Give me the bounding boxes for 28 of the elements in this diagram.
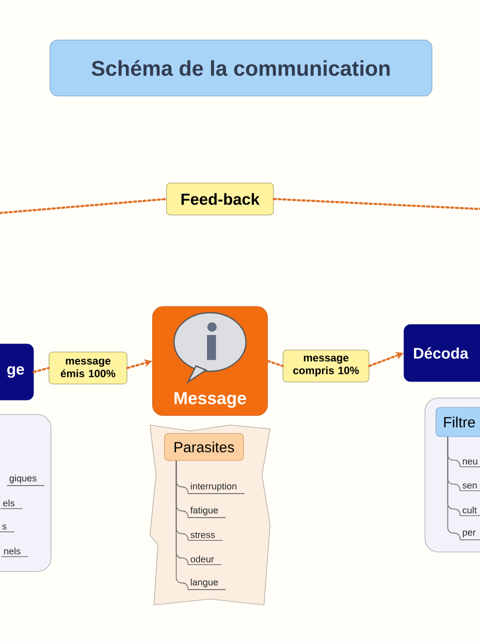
- list-item: els: [0, 500, 23, 510]
- dotted-line: [272, 198, 480, 210]
- list-panel: [0, 414, 52, 572]
- list-item: nels: [1, 548, 29, 558]
- list-item: per: [460, 530, 480, 540]
- list-item: interruption: [188, 482, 245, 494]
- edge-tag: message compris 10%: [282, 350, 370, 382]
- list-item: neu: [460, 459, 480, 468]
- edge-tag: message émis 100%: [48, 352, 128, 384]
- list-item: cult: [460, 506, 480, 516]
- list-item: sen: [460, 483, 480, 492]
- dotted-line: [32, 366, 50, 374]
- title-box: Schéma de la communication: [50, 40, 432, 96]
- feedback-tag: Feed-back: [166, 182, 274, 216]
- list-item: langue: [188, 578, 226, 590]
- list-item: giques: [6, 474, 45, 486]
- list-item: fatigue: [188, 506, 226, 518]
- dotted-line: [0, 198, 168, 214]
- list-item: stress: [188, 532, 224, 541]
- connector-line: [447, 436, 460, 540]
- category-box: Parasites: [164, 433, 244, 461]
- process-box: Décoda: [404, 324, 480, 382]
- process-box: ge: [0, 344, 34, 400]
- list-item: s: [0, 524, 15, 532]
- connector-line: [176, 460, 188, 590]
- dotted-line: [266, 360, 284, 368]
- list-item: odeur: [188, 556, 222, 566]
- category-box: Filtre: [436, 407, 480, 437]
